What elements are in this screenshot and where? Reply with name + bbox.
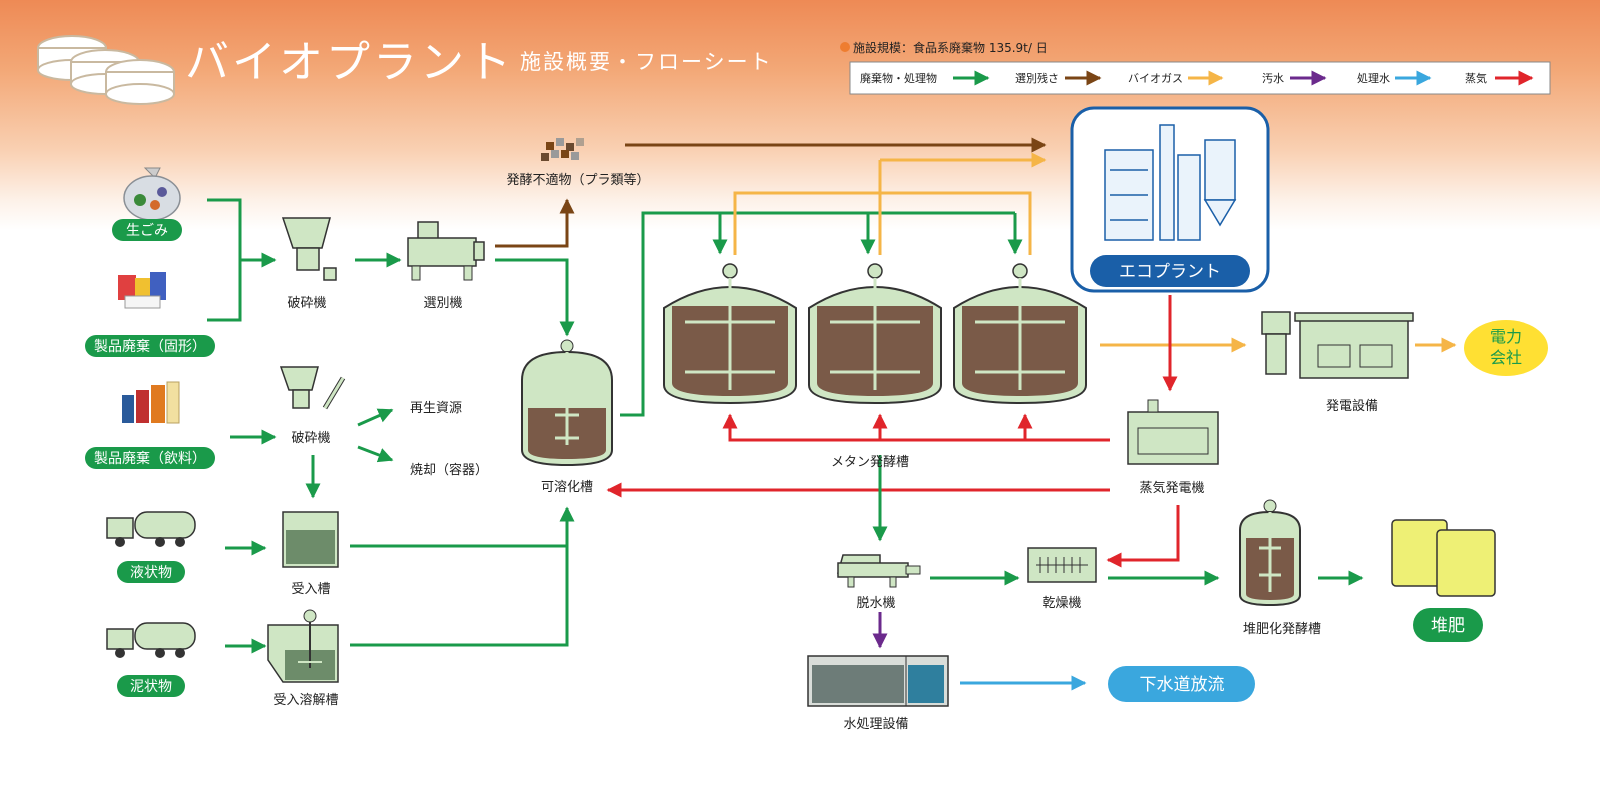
legend-label-treated-water: 処理水 [1357, 72, 1390, 85]
label-compost-tank: 堆肥化発酵槽 [1243, 622, 1321, 637]
header-logo-icon [37, 35, 175, 105]
label-methane-tank: メタン発酵槽 [831, 455, 909, 470]
steam-generator-icon [1127, 399, 1219, 465]
garbage-bag-icon [123, 167, 181, 221]
label-water-treatment: 水処理設備 [843, 716, 908, 732]
methane-tanks [663, 263, 1087, 405]
compost-bags-icon [1391, 519, 1496, 597]
power-company-label-2: 会社 [1490, 348, 1522, 367]
flow-to-recycle [357, 408, 394, 427]
page-subtitle: 施設概要・フローシート [520, 50, 773, 74]
label-unfit-material: 発酵不適物（プラ類等） [506, 172, 649, 188]
power-company-label-1: 電力 [1490, 327, 1522, 346]
pill-compost-label: 堆肥 [1431, 616, 1465, 636]
flow-sorter-to-solubilization [495, 258, 575, 337]
label-crusher2: 破砕機 [291, 431, 330, 446]
label-sorter: 選別機 [423, 296, 462, 311]
ecoplant-box: エコプラント [1070, 106, 1270, 293]
crusher-icon [279, 366, 346, 410]
label-incinerate: 焼却（容器） [410, 462, 488, 478]
pill-sludge: 泥状物 [117, 675, 185, 697]
methane-tank-2-icon [808, 263, 942, 405]
factory-icon [1104, 124, 1237, 241]
label-crusher1: 破砕機 [287, 296, 326, 311]
label-receiving-tank: 受入槽 [291, 582, 330, 597]
pill-sewer: 下水道放流 [1108, 666, 1255, 702]
label-generator: 発電設備 [1326, 398, 1378, 414]
pill-sewer-label: 下水道放流 [1140, 675, 1225, 695]
label-dryer: 乾燥機 [1042, 596, 1081, 611]
pill-raw-garbage: 生ごみ [112, 219, 182, 241]
flow-lines [207, 137, 1457, 691]
sorter-icon [407, 221, 485, 281]
legend-label-residue: 選別残さ [1015, 71, 1059, 85]
bottles-icon [122, 381, 180, 424]
pill-liquid-label: 液状物 [130, 565, 172, 581]
tanker-truck-icon [106, 622, 196, 658]
legend: 廃棄物・処理物 選別残さ バイオガス 汚水 処理水 蒸気 [849, 61, 1551, 95]
crusher-icon [281, 217, 337, 281]
pill-product-drink: 製品廃棄（飲料） [85, 447, 215, 469]
flow-tank-to-solubilization [350, 506, 575, 548]
debris-pile-icon [541, 138, 584, 161]
page-title: バイオプラント [185, 37, 514, 88]
flow-input-merge [207, 198, 242, 322]
solubilization-tank-icon [521, 339, 613, 467]
label-dehydrator: 脱水機 [856, 596, 895, 611]
methane-tank-1-icon [663, 263, 797, 405]
ecoplant-label: エコプラント [1119, 262, 1221, 282]
pill-product-solid-label: 製品廃棄（固形） [94, 338, 206, 355]
facility-scale: 施設規模：食品系廃棄物 135.9t/ 日 [853, 40, 1048, 55]
pill-liquid: 液状物 [117, 561, 185, 583]
receiving-tank-icon [282, 511, 339, 568]
legend-label-sewage: 汚水 [1262, 72, 1284, 85]
flow-dissolve-to-solubilization [350, 508, 569, 647]
pill-raw-garbage-label: 生ごみ [126, 223, 168, 239]
flow-steam-to-dryer [1106, 505, 1180, 568]
pill-sludge-label: 泥状物 [130, 679, 172, 695]
snack-packages-icon [118, 272, 166, 309]
label-recycle: 再生資源 [410, 401, 462, 416]
compost-tank-icon [1239, 499, 1301, 607]
label-steam-generator: 蒸気発電機 [1139, 480, 1204, 496]
legend-label-steam: 蒸気 [1465, 71, 1487, 85]
methane-tank-3-icon [953, 263, 1087, 405]
flow-to-incinerate [357, 445, 394, 463]
dryer-icon [1027, 547, 1097, 583]
water-treatment-icon [807, 655, 949, 707]
pill-product-solid: 製品廃棄（固形） [85, 335, 215, 357]
flow-biogas-collect-1 [733, 191, 1032, 255]
flow-sorter-to-unfit [495, 198, 575, 248]
dehydrator-icon [837, 554, 921, 588]
generator-icon [1261, 311, 1414, 379]
legend-label-biogas: バイオガス [1128, 72, 1183, 85]
legend-label-waste: 廃棄物・処理物 [860, 71, 937, 85]
pill-product-drink-label: 製品廃棄（飲料） [94, 450, 206, 467]
power-company-badge: 電力 会社 [1464, 320, 1548, 376]
flow-solubilization-to-methane [620, 211, 1015, 417]
pill-compost: 堆肥 [1413, 608, 1483, 642]
tanker-truck-icon [106, 511, 196, 547]
label-solubilization-tank: 可溶化槽 [541, 480, 593, 495]
dissolving-tank-icon [267, 609, 339, 683]
scale-bullet-icon [840, 42, 850, 52]
label-dissolving-tank: 受入溶解槽 [273, 693, 338, 708]
flow-steam-to-methane-1 [722, 413, 1110, 442]
